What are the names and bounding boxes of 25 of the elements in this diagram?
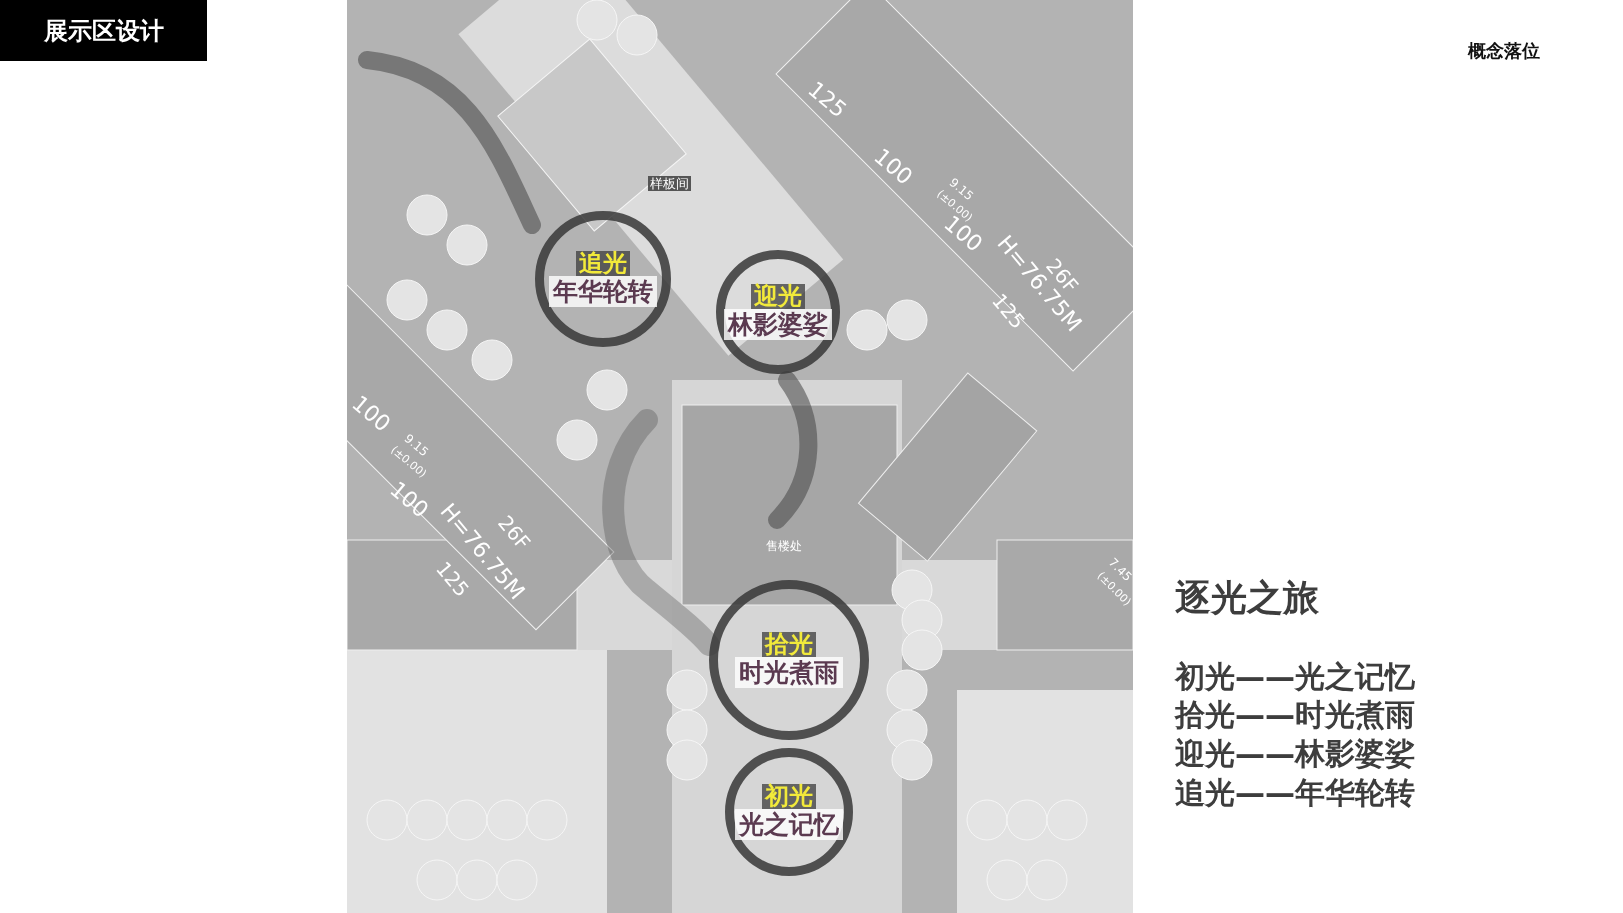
section-label: 概念落位 (1468, 42, 1540, 60)
station-name: 拾光 (762, 631, 816, 657)
theme-line: 追光——年华轮转 (1175, 778, 1415, 808)
height-label: 125 (803, 78, 851, 122)
station-name: 追光 (576, 250, 630, 276)
height-label: 100 (869, 145, 917, 189)
height-label: 100 (347, 392, 395, 436)
station-theme: 光之记忆 (735, 808, 843, 841)
ink-circle (535, 211, 671, 347)
height-label: 100 (385, 478, 433, 522)
room-label: 样板间 (648, 176, 691, 191)
heading: 逐光之旅 (1175, 580, 1319, 616)
page-title: 展示区设计 (0, 0, 207, 61)
theme-line: 拾光——时光煮雨 (1175, 700, 1415, 730)
ink-circle (716, 250, 840, 374)
theme-line: 初光——光之记忆 (1175, 662, 1415, 692)
ink-circle (725, 748, 853, 876)
station-theme: 年华轮转 (549, 275, 657, 308)
ink-circle (709, 580, 869, 740)
station-theme: 时光煮雨 (735, 656, 843, 689)
station-name: 迎光 (751, 283, 805, 309)
theme-line: 迎光——林影婆娑 (1175, 739, 1415, 769)
station-theme: 林影婆娑 (724, 308, 832, 341)
building-label: 售楼处 (766, 540, 802, 552)
station-name: 初光 (762, 783, 816, 809)
